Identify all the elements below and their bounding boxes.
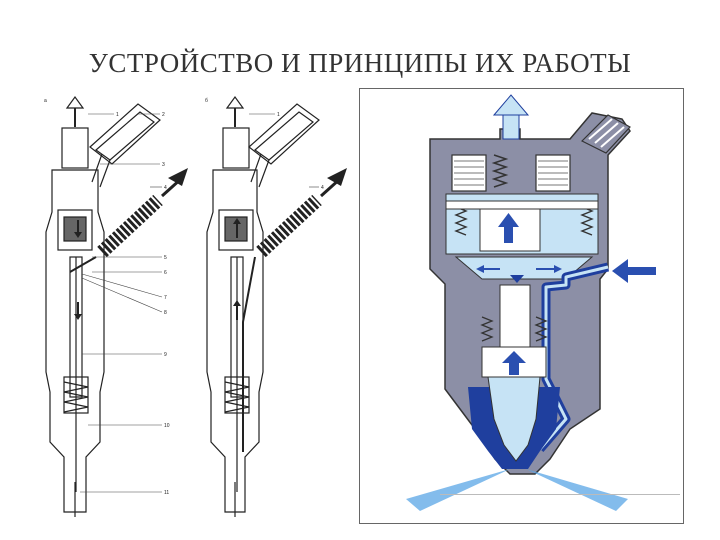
solenoid-coil-left xyxy=(451,154,487,192)
callout-10: 10 xyxy=(164,423,170,429)
electrical-connector xyxy=(89,103,161,188)
callout-3: 3 xyxy=(162,162,165,168)
inlet-arrow-icon xyxy=(160,168,188,198)
callout-1: 1 xyxy=(116,112,119,118)
up-arrow-icon xyxy=(233,218,241,320)
nozzle-spring-right xyxy=(534,316,548,342)
callout-7: 7 xyxy=(164,295,167,301)
callout-9: 9 xyxy=(164,352,167,358)
lower-spring-right xyxy=(580,206,594,236)
lower-spring-left xyxy=(454,206,468,236)
injector-diagram-b: б 1 4 xyxy=(205,95,347,517)
callout-6: 6 xyxy=(164,270,167,276)
page-title: УСТРОЙСТВО И ПРИНЦИПЫ ИХ РАБОТЫ xyxy=(88,48,632,78)
callout-2: 2 xyxy=(162,112,165,118)
armature-spring xyxy=(491,154,509,188)
control-plunger xyxy=(499,284,531,350)
callout-1: 1 xyxy=(277,112,280,118)
callout-4: 4 xyxy=(164,185,167,191)
up-arrow-icon xyxy=(65,95,85,127)
callout-4: 4 xyxy=(321,185,324,191)
nozzle-needle xyxy=(487,376,541,462)
up-arrow-icon xyxy=(492,94,530,140)
inlet-arrow-icon xyxy=(612,259,656,283)
fuel-inlet-line xyxy=(242,194,322,452)
fuel-inlet-line xyxy=(69,194,163,273)
panel-letter-a: а xyxy=(44,98,47,104)
spray-icon xyxy=(406,469,628,511)
down-arrow-icon xyxy=(74,220,82,320)
callout-8: 8 xyxy=(164,310,167,316)
panel-letter-b: б xyxy=(205,98,208,104)
solenoid-coil-right xyxy=(535,154,571,192)
electrical-connector xyxy=(580,114,631,154)
divider xyxy=(440,494,680,495)
return-arrows xyxy=(476,265,562,283)
up-arrow-icon xyxy=(498,213,519,243)
injector-body xyxy=(206,127,264,517)
electrical-connector xyxy=(248,103,320,188)
injector-body xyxy=(45,127,105,517)
injector-diagram-a: а xyxy=(44,95,188,517)
inlet-arrow-icon xyxy=(319,168,347,198)
injector-schematic-color xyxy=(359,88,684,524)
callout-5: 5 xyxy=(164,255,167,261)
up-arrow-icon xyxy=(502,351,526,375)
armature-plate xyxy=(445,200,599,210)
nozzle-spring-left xyxy=(480,316,494,342)
callout-11: 11 xyxy=(164,490,169,496)
up-arrow-icon xyxy=(225,95,245,127)
